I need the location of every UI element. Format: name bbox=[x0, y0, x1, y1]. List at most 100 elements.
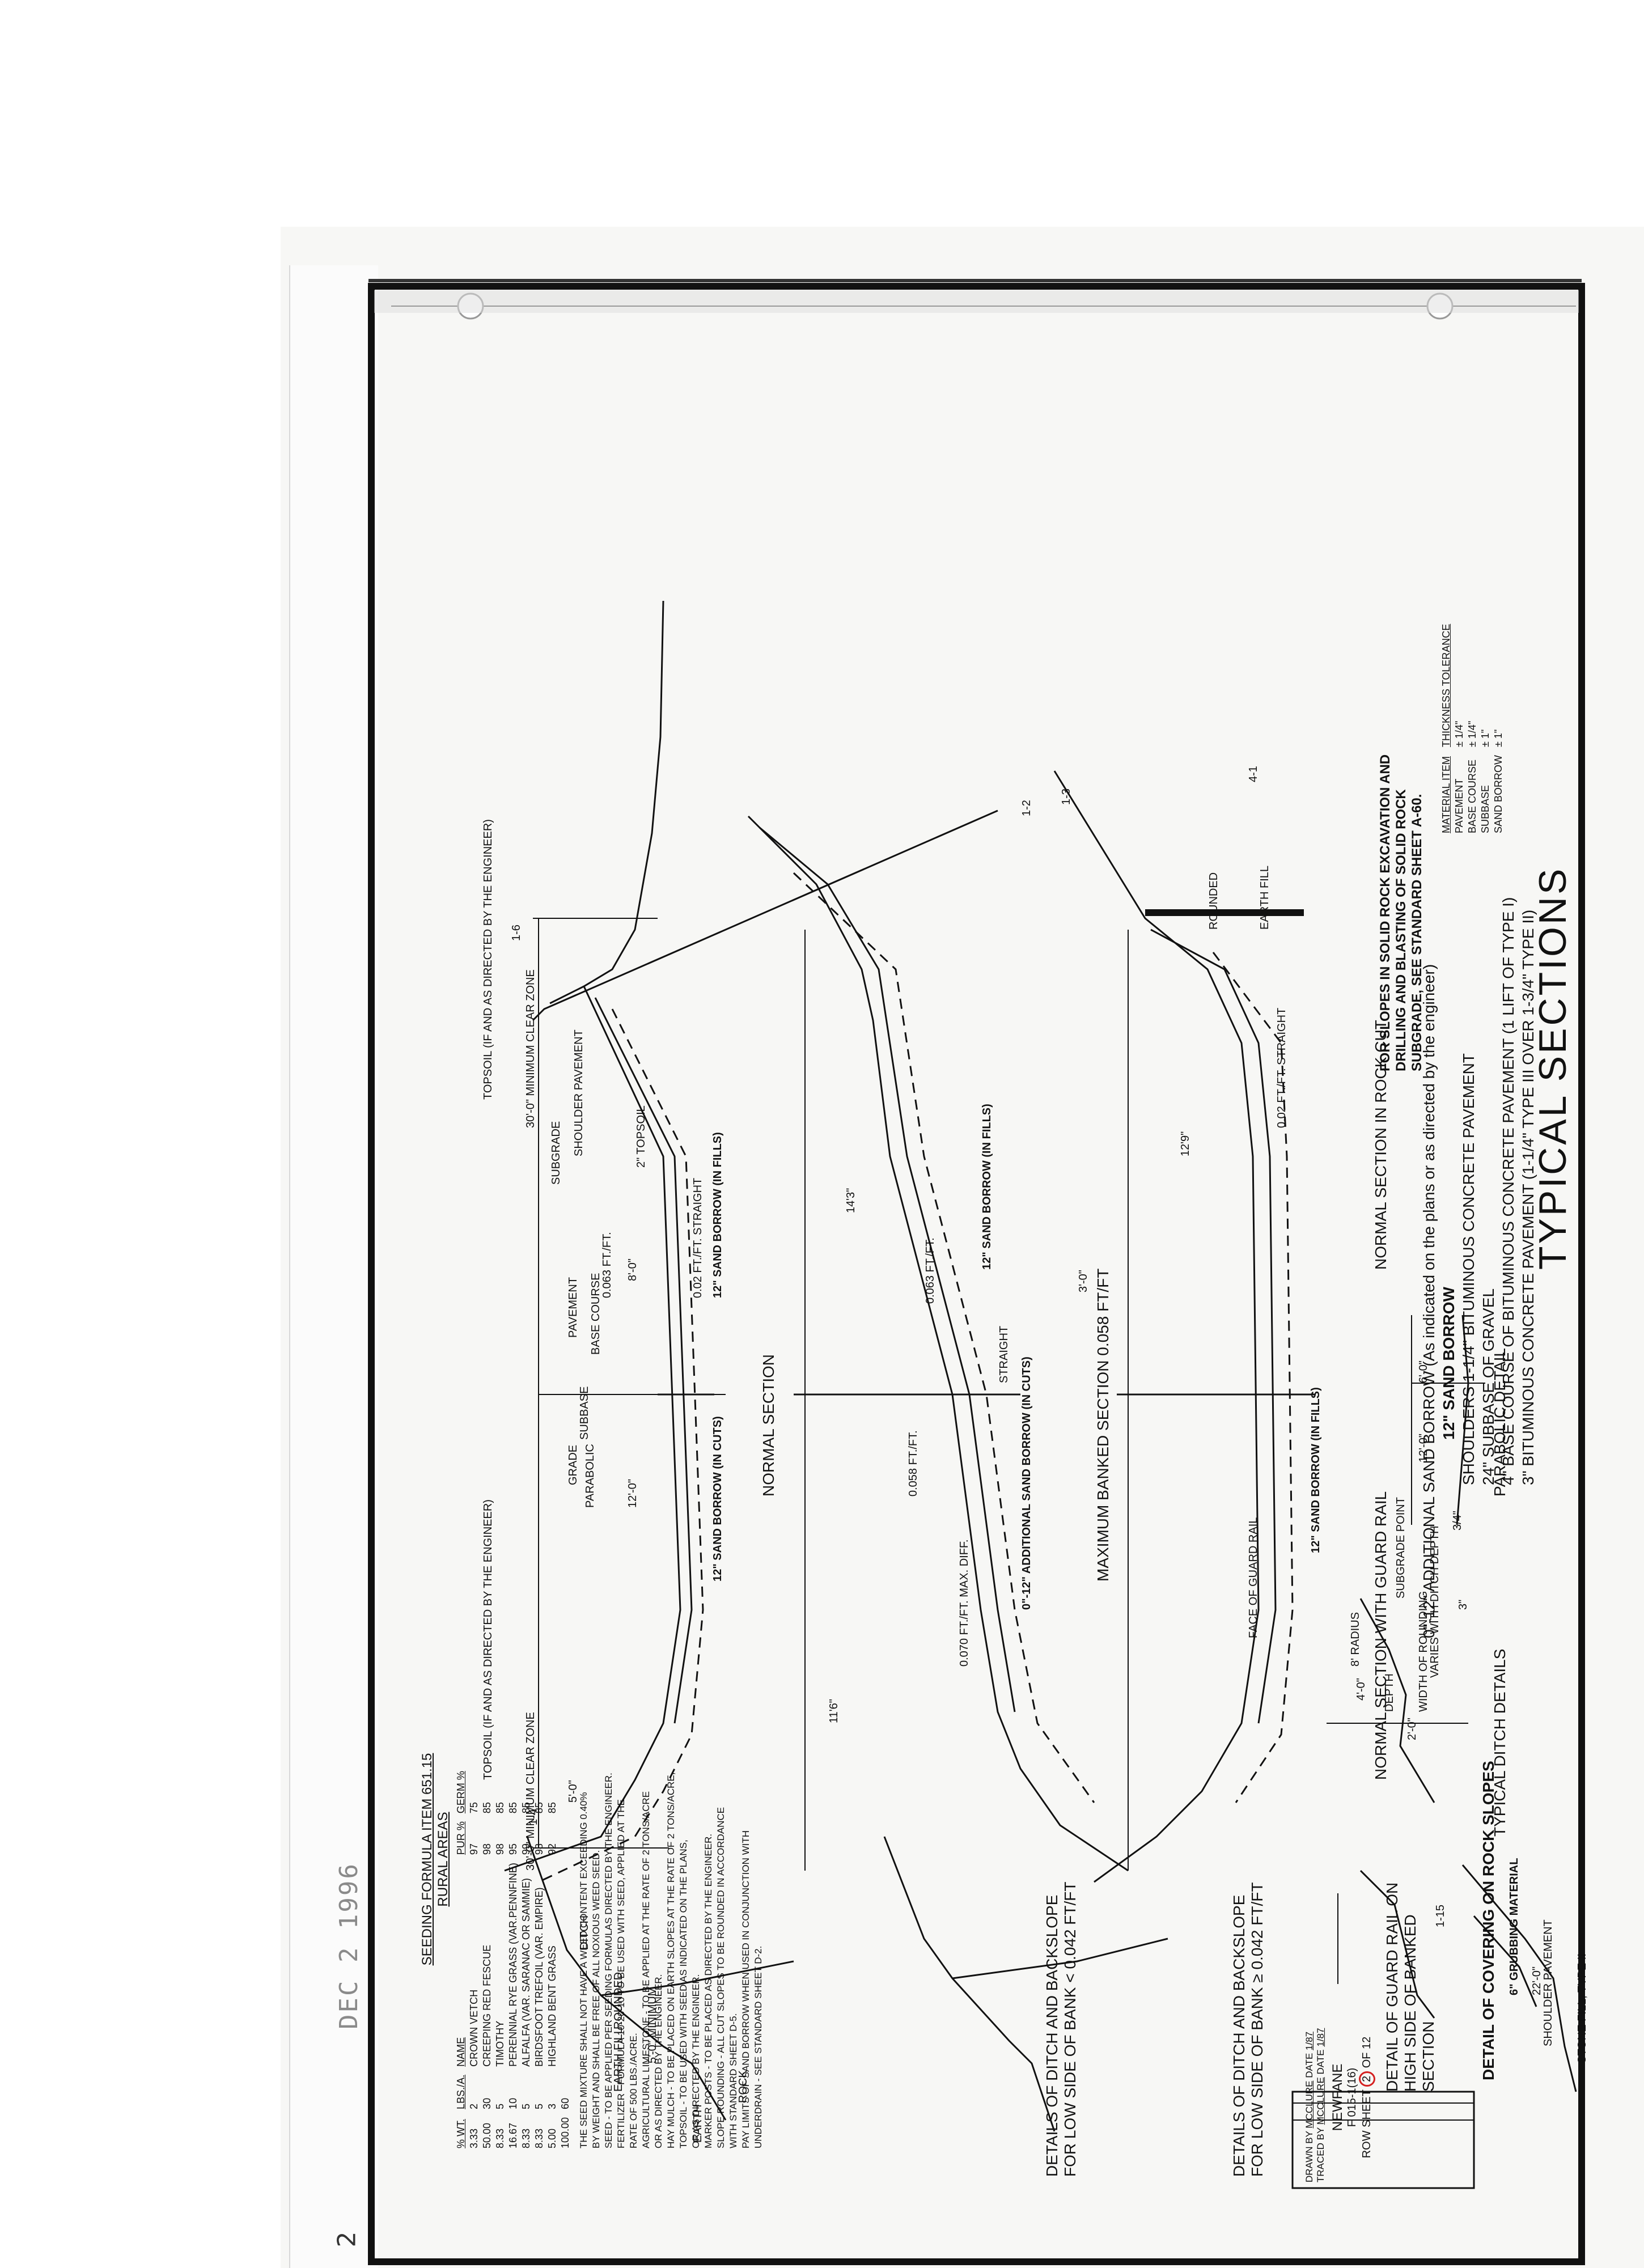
table-header: NAME bbox=[455, 2037, 467, 2067]
dim-six: 6'-0" bbox=[1417, 1360, 1430, 1383]
label-shoulder-pavement2: SHOULDER PAVEMENT bbox=[1542, 1919, 1554, 2046]
dim-two: 2'-0" bbox=[1406, 1718, 1418, 1740]
dim-twelve: 12'-0" bbox=[626, 1479, 639, 1508]
label-parabolic: PARABOLIC bbox=[584, 1444, 596, 1508]
dim-four: 4'-0" bbox=[1355, 1678, 1367, 1701]
label-sand-cuts: 12" SAND BORROW (IN CUTS) bbox=[711, 1416, 724, 1582]
dim-clear-zone: 30'-0" MINIMUM CLEAR ZONE bbox=[524, 969, 537, 1128]
label-slope-1-3: 1-3 bbox=[1060, 788, 1073, 805]
label-earth-fill: EARTH FILL bbox=[1259, 866, 1271, 930]
traced-label: TRACED BY bbox=[1315, 2127, 1326, 2182]
town: NEWFANE bbox=[1330, 2063, 1345, 2131]
label-sand-fills: 12" SAND BORROW (IN FILLS) bbox=[711, 1132, 724, 1298]
dim-three: 3'-0" bbox=[1077, 1270, 1090, 1292]
drawn-date: 1/87 bbox=[1304, 2031, 1315, 2050]
sections-drawing bbox=[504, 600, 1577, 2189]
section-title-ditch-low: DETAILS OF DITCH AND BACKSLOPE FOR LOW S… bbox=[1043, 1881, 1079, 2177]
dim-eleven-six: 11'6" bbox=[828, 1699, 840, 1723]
table-header: PUR % bbox=[455, 1821, 467, 1855]
label-slope-1-6: 1-6 bbox=[510, 925, 523, 941]
label-base-course: BASE COURSE bbox=[590, 1273, 602, 1355]
project-number: F 015-1(16) bbox=[1346, 2067, 1358, 2127]
label-eight-radius: 8' RADIUS bbox=[1349, 1612, 1362, 1667]
label-slope-063: 0.063 FT./FT. bbox=[601, 1232, 613, 1298]
section-title-guard-rail: NORMAL SECTION WITH GUARD RAIL bbox=[1372, 1491, 1389, 1780]
table-header: % WT. bbox=[455, 2119, 467, 2148]
label-face-guard-rail: FACE OF GUARD RAIL bbox=[1247, 1517, 1260, 1638]
table-row: PAVEMENT± 1/4" bbox=[1454, 720, 1465, 833]
label-slope-1-2: 1-2 bbox=[1020, 800, 1033, 816]
table-row: SAND BORROW± 1" bbox=[1493, 729, 1504, 833]
label-slope-058: 0.058 FT./FT. bbox=[907, 1430, 920, 1497]
sheet-circle: 2 bbox=[1359, 2071, 1375, 2087]
drawn-by: MCCLURE bbox=[1304, 2080, 1315, 2129]
spec-line-4: SHOULDERS 1-1/4" BITUMINOUS CONCRETE PAV… bbox=[1460, 1053, 1477, 1485]
section-title-banked: MAXIMUM BANKED SECTION 0.058 FT/FT bbox=[1094, 1268, 1112, 1582]
label-subgrade-point: SUBGRADE POINT bbox=[1395, 1497, 1407, 1599]
table-row: SUBBASE± 1" bbox=[1480, 729, 1491, 833]
label-straight: STRAIGHT bbox=[998, 1325, 1010, 1383]
spec-line-5: 12" SAND BORROW bbox=[1440, 1287, 1457, 1440]
table-header: GERM % bbox=[455, 1771, 467, 1814]
label-subgrade: SUBGRADE bbox=[550, 1121, 562, 1185]
seeding-title: SEEDING FORMULA ITEM 651.15 bbox=[420, 1753, 435, 1966]
rock-note: FOR SLOPES IN SOLID ROCK EXCAVATION AND … bbox=[1378, 754, 1425, 1071]
label-additional-sand: 0"-12" ADDITIONAL SAND BORROW (IN CUTS) bbox=[1020, 1356, 1033, 1610]
label-slope-063: 0.063 FT./FT. bbox=[924, 1237, 937, 1304]
spec-line-1: 3" BITUMINOUS CONCRETE PAVEMENT (1-1/4" … bbox=[1519, 909, 1537, 1485]
table-header: THICKNESS TOLERANCE bbox=[1440, 624, 1452, 747]
seeding-subtitle: RURAL AREAS bbox=[435, 1812, 451, 1907]
seeding-formula: SEEDING FORMULA ITEM 651.15 RURAL AREAS … bbox=[420, 1570, 765, 2148]
label-width-rounding: WIDTH OF ROUNDING bbox=[1417, 1591, 1430, 1712]
sheet-number: ROW SHEET 2 OF 12 bbox=[1359, 2012, 1375, 2182]
label-topsoil-note: TOPSOIL (IF AND AS DIRECTED BY THE ENGIN… bbox=[482, 819, 494, 1100]
label-grubbing: 6" GRUBBING MATERIAL bbox=[1508, 1858, 1520, 1995]
seeding-notes: THE SEED MIXTURE SHALL NOT HAVE A WEED C… bbox=[578, 1772, 764, 2149]
section-title-parabolic: PARABOLIC DETAIL bbox=[1491, 1348, 1509, 1497]
section-title-normal: NORMAL SECTION bbox=[760, 1354, 777, 1497]
label-sand-fills: 12" SAND BORROW (IN FILLS) bbox=[1310, 1387, 1322, 1553]
drawing-sheet bbox=[281, 227, 1644, 2268]
page-number: 2 bbox=[332, 2231, 362, 2248]
label-sand-fills: 12" SAND BORROW (IN FILLS) bbox=[981, 1104, 993, 1270]
dim-three-quarter: 3/4" bbox=[1451, 1511, 1464, 1531]
label-slope-070: 0.070 FT./FT. MAX. DIFF. bbox=[958, 1539, 971, 1667]
label-grade: GRADE bbox=[567, 1444, 579, 1485]
label-topsoil: 2" TOPSOIL bbox=[635, 1105, 647, 1168]
label-rounded: ROUNDED bbox=[1207, 872, 1220, 930]
label-stone-fill: STONE FILL, TYPE II bbox=[1576, 1953, 1588, 2063]
label-varies: VARIES WITH DITCH DEPTH bbox=[1429, 1525, 1441, 1678]
label-slope-1-15: 1-15 bbox=[1434, 1904, 1447, 1927]
dim-fourteen-three: 14'3" bbox=[845, 1188, 857, 1213]
label-depth: DEPTH bbox=[1383, 1673, 1396, 1712]
section-title-guard-rail-high: DETAIL OF GUARD RAIL ON HIGH SIDE OF BAN… bbox=[1383, 1882, 1437, 2092]
rotated-drawing: TYPICAL SECTIONS 3" BITUMINOUS CONCRETE … bbox=[397, 317, 1593, 2233]
dim-eight: 8'-0" bbox=[626, 1258, 639, 1281]
traced-by: MCCLURE bbox=[1315, 2077, 1326, 2125]
label-slope-4-1: 4-1 bbox=[1247, 766, 1260, 782]
table-header: MATERIAL ITEM bbox=[1440, 756, 1452, 833]
dim-twelve: 12'-0" bbox=[1417, 1434, 1430, 1462]
tolerance-table: MATERIAL ITEM THICKNESS TOLERANCE PAVEMEN… bbox=[1440, 616, 1505, 833]
dim-three-in: 3" bbox=[1457, 1599, 1469, 1610]
label-slope-02: 0.02 FT./FT. STRAIGHT bbox=[692, 1177, 704, 1298]
date-stamp: DEC 2 1996 bbox=[334, 1862, 363, 2029]
label-slope-02: 0.02 FT./FT. STRAIGHT bbox=[1276, 1007, 1288, 1128]
table-row: BASE COURSE± 1/4" bbox=[1467, 720, 1478, 833]
drawn-label: DRAWN BY bbox=[1304, 2131, 1315, 2182]
table-header: LBS./A. bbox=[455, 2074, 467, 2109]
traced-date: 1/87 bbox=[1315, 2028, 1326, 2047]
label-shoulder-pavement: SHOULDER PAVEMENT bbox=[573, 1029, 585, 1156]
section-title-rock-slopes: DETAIL OF COVERING ON ROCK SLOPES bbox=[1480, 1761, 1497, 2080]
dim-twelve-nine: 12'9" bbox=[1179, 1131, 1192, 1156]
section-title-ditch-low2: DETAILS OF DITCH AND BACKSLOPE FOR LOW S… bbox=[1230, 1882, 1266, 2177]
label-pavement: PAVEMENT bbox=[567, 1277, 579, 1338]
